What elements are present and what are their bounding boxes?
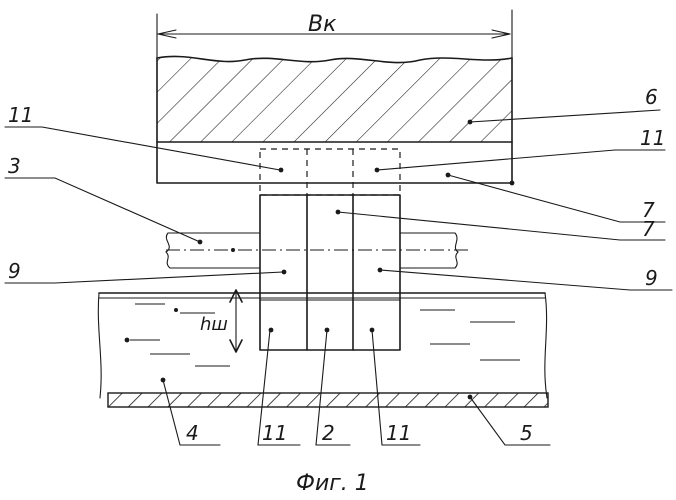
height-dimension: hш xyxy=(200,290,242,352)
label-6: 6 xyxy=(645,85,658,109)
height-dimension-label: hш xyxy=(200,314,228,335)
label-11-bottom-right: 11 xyxy=(386,421,411,445)
label-11-bottom-left: 11 xyxy=(262,421,287,445)
label-7-lower: 7 xyxy=(642,217,655,241)
figure-caption: Фиг. 1 xyxy=(296,471,369,496)
part-4-liquid xyxy=(98,293,547,398)
label-3: 3 xyxy=(8,154,21,178)
part-3-rod xyxy=(166,233,470,268)
label-11-top-right: 11 xyxy=(640,126,665,150)
part-6-hatched-block xyxy=(157,50,512,142)
width-dimension-label: Вк xyxy=(308,12,337,37)
label-4: 4 xyxy=(186,421,199,445)
label-9-left: 9 xyxy=(8,259,21,283)
part-7-plate xyxy=(157,142,512,183)
width-dimension: Вк xyxy=(157,10,512,58)
label-9-right: 9 xyxy=(645,266,658,290)
label-5: 5 xyxy=(520,421,533,445)
label-11-top-left: 11 xyxy=(8,103,33,127)
label-2: 2 xyxy=(322,421,335,445)
part-5-base xyxy=(108,393,548,407)
